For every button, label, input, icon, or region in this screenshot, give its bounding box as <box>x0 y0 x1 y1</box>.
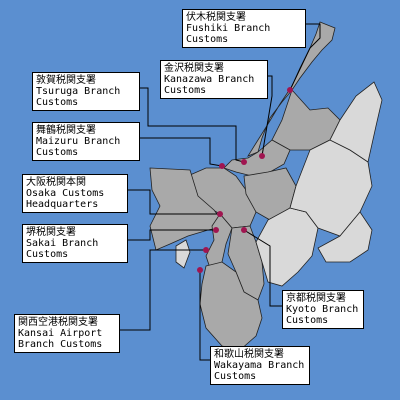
office-marker-sakai[interactable] <box>213 227 219 233</box>
label-sakai-ja: 堺税関支署 <box>26 227 76 238</box>
label-tsuruga-en1: Tsuruga Branch <box>36 86 121 97</box>
leader-line-fushiki <box>289 23 321 91</box>
label-wakayama[interactable]: 和歌山税関支署 Wakayama Branch Customs <box>210 346 310 385</box>
label-kanazawa-en1: Kanazawa Branch <box>164 74 255 85</box>
label-kansai-en2: Branch Customs <box>18 339 103 350</box>
leader-line-maizuru <box>140 137 223 167</box>
label-maizuru[interactable]: 舞鶴税関支署 Maizuru Branch Customs <box>32 122 140 161</box>
label-kansai-en1: Kansai Airport <box>18 328 103 339</box>
office-marker-maizuru[interactable] <box>219 163 225 169</box>
label-fushiki-ja: 伏木税関支署 <box>186 12 246 23</box>
label-sakai[interactable]: 堺税関支署 Sakai Branch Customs <box>22 224 128 263</box>
region-east-land <box>329 81 383 163</box>
label-maizuru-ja: 舞鶴税関支署 <box>36 125 96 136</box>
label-sakai-en1: Sakai Branch <box>26 238 99 249</box>
office-marker-tsuruga[interactable] <box>241 159 247 165</box>
label-kyoto-en2: Customs <box>286 315 329 326</box>
label-kanazawa[interactable]: 金沢税関支署 Kanazawa Branch Customs <box>160 60 268 99</box>
label-fushiki-en1: Fushiki Branch <box>186 23 271 34</box>
office-marker-kanazawa[interactable] <box>259 153 265 159</box>
label-wakayama-en1: Wakayama Branch <box>214 360 305 371</box>
label-kyoto[interactable]: 京都税関支署 Kyoto Branch Customs <box>282 290 364 329</box>
label-maizuru-en2: Customs <box>36 147 79 158</box>
label-tsuruga-ja: 敦賀税関支署 <box>36 75 96 86</box>
leader-line-kanazawa <box>261 75 273 157</box>
office-marker-fushiki[interactable] <box>287 87 293 93</box>
leader-line-wakayama <box>199 270 210 361</box>
label-fushiki[interactable]: 伏木税関支署 Fushiki Branch Customs <box>182 9 306 48</box>
label-wakayama-en2: Customs <box>214 371 257 382</box>
office-marker-wakayama[interactable] <box>197 267 203 273</box>
region-awaji <box>175 239 191 269</box>
leader-line-kansai <box>120 249 206 331</box>
label-tsuruga-en2: Customs <box>36 97 79 108</box>
leader-line-osaka <box>128 189 220 215</box>
office-marker-osaka[interactable] <box>217 211 223 217</box>
label-kanazawa-en2: Customs <box>164 85 207 96</box>
label-osaka-en1: Osaka Customs <box>26 188 105 199</box>
label-sakai-en2: Customs <box>26 249 69 260</box>
leader-line-tsuruga <box>140 87 245 163</box>
office-marker-kyoto[interactable] <box>241 227 247 233</box>
label-tsuruga[interactable]: 敦賀税関支署 Tsuruga Branch Customs <box>32 72 140 111</box>
label-osaka[interactable]: 大阪税関本関 Osaka Customs Headquarters <box>22 174 128 213</box>
label-osaka-en2: Headquarters <box>26 199 99 210</box>
leader-line-kyoto <box>243 229 282 307</box>
label-wakayama-ja: 和歌山税関支署 <box>214 349 284 360</box>
region-nara[interactable] <box>227 225 265 301</box>
label-kyoto-ja: 京都税関支署 <box>286 293 346 304</box>
label-osaka-ja: 大阪税関本関 <box>26 177 86 188</box>
label-fushiki-en2: Customs <box>186 34 229 45</box>
office-marker-kansai[interactable] <box>203 247 209 253</box>
region-mie <box>255 207 319 287</box>
label-maizuru-en1: Maizuru Branch <box>36 136 121 147</box>
label-kyoto-en1: Kyoto Branch <box>286 304 359 315</box>
leader-line-sakai <box>128 229 216 241</box>
label-kansai[interactable]: 関西空港税関支署 Kansai Airport Branch Customs <box>14 314 120 353</box>
label-kanazawa-ja: 金沢税関支署 <box>164 63 224 74</box>
region-aichi <box>317 211 373 263</box>
label-kansai-ja: 関西空港税関支署 <box>18 317 98 328</box>
region-gifu <box>289 139 373 237</box>
